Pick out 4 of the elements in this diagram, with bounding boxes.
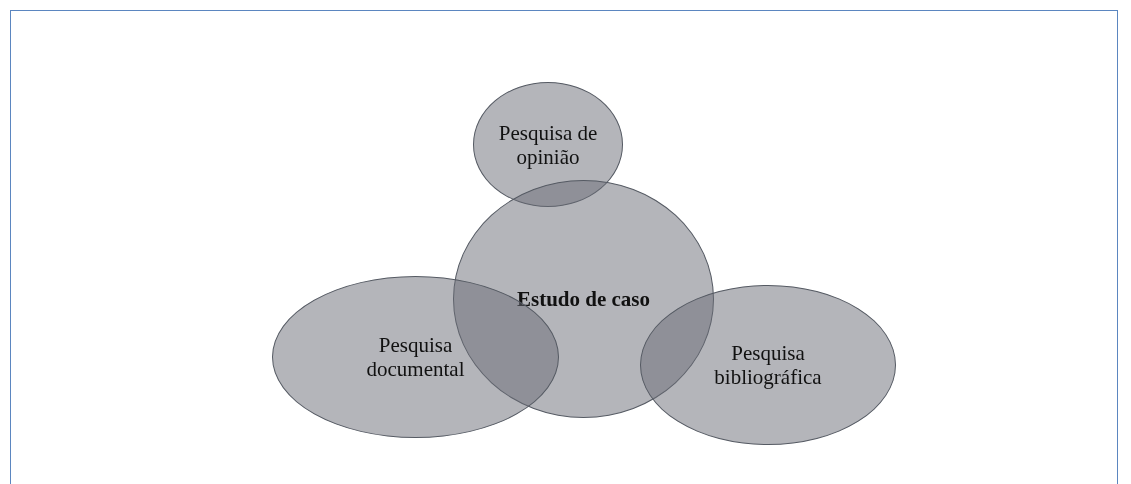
node-label: Estudo de caso	[517, 287, 650, 311]
node-label: Pesquisa de opinião	[497, 120, 599, 169]
node-label: Pesquisa bibliográfica	[713, 341, 823, 389]
node-label: Pesquisa documental	[365, 333, 466, 381]
